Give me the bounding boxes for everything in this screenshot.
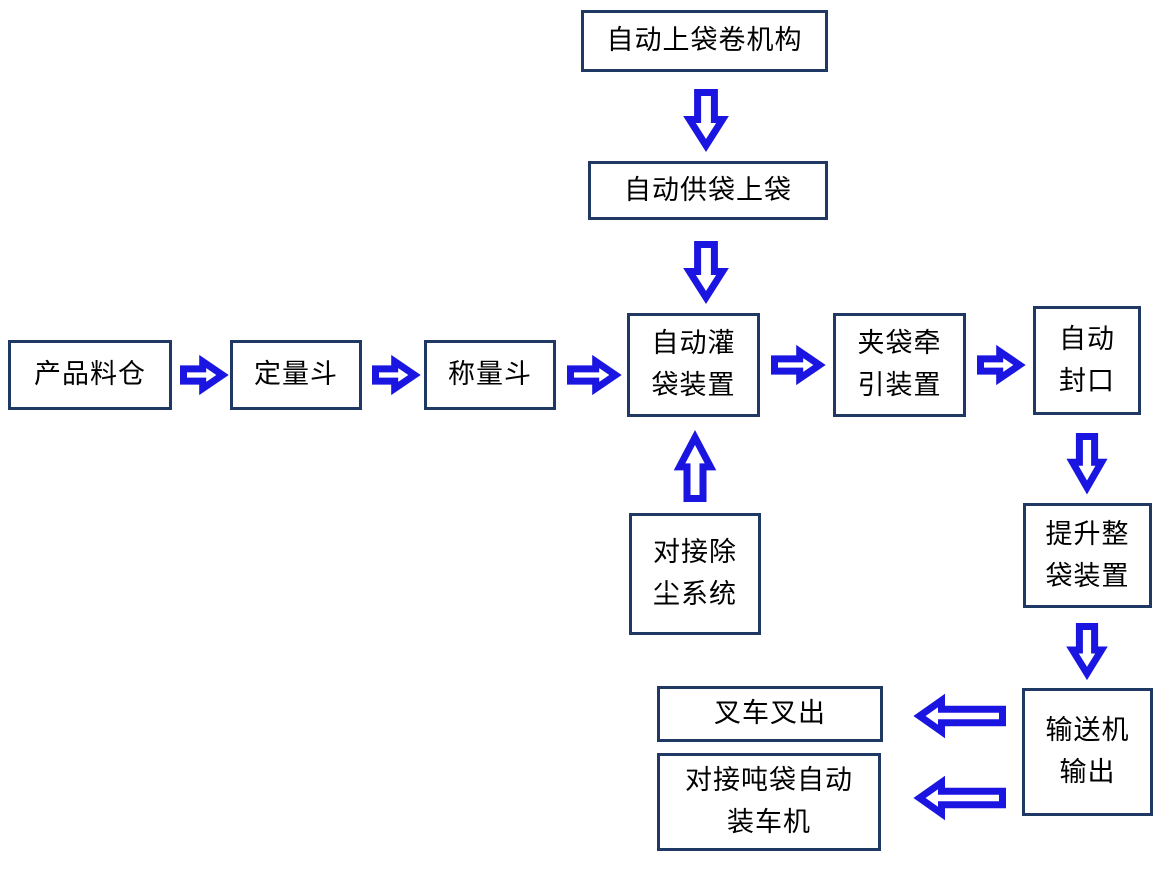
process-box-label: 引装置 [857,370,942,401]
process-box-n7[interactable]: 夹袋牵引装置 [833,313,966,417]
process-box-n3[interactable]: 产品料仓 [8,340,172,410]
arrow-right-icon [371,354,421,396]
process-box-label: 定量斗 [254,359,338,391]
process-box-label: 称量斗 [448,359,532,391]
arrow-down-icon [1066,622,1108,681]
process-box-label: 封口 [1059,365,1115,397]
process-box-n5[interactable]: 称量斗 [424,340,556,410]
process-box-label: 自动上袋卷机构 [606,25,803,57]
arrow-down-icon [683,88,729,153]
process-box-n2[interactable]: 自动供袋上袋 [588,161,828,220]
process-box-n13[interactable]: 对接吨袋自动装车机 [657,753,881,851]
process-box-n10[interactable]: 提升整袋装置 [1023,503,1152,608]
process-box-n12[interactable]: 叉车叉出 [657,686,883,742]
process-box-label: 提升整 [1045,518,1130,550]
arrow-up-icon [673,429,717,503]
process-box-n1[interactable]: 自动上袋卷机构 [581,10,828,72]
process-box-n11[interactable]: 输送机输出 [1022,688,1153,816]
process-box-label: 夹袋牵 [857,328,942,360]
process-box-label: 自动 [1059,323,1115,355]
process-box-label: 对接吨袋自动 [685,765,853,797]
process-box-n9[interactable]: 对接除尘系统 [629,513,761,635]
process-box-label: 装车机 [727,807,811,838]
process-box-label: 袋装置 [1045,560,1130,592]
process-box-n8[interactable]: 自动封口 [1033,306,1141,415]
process-box-label: 输送机 [1045,715,1130,747]
arrow-right-icon [179,354,229,396]
process-box-label: 自动供袋上袋 [624,174,792,206]
arrow-left-icon [913,693,1007,739]
arrow-right-icon [566,354,622,396]
process-box-n4[interactable]: 定量斗 [230,340,362,410]
process-box-label: 叉车叉出 [714,698,826,730]
process-box-label: 尘系统 [653,579,737,610]
process-box-label: 袋装置 [651,370,736,401]
process-box-label: 输出 [1059,757,1116,788]
arrow-down-icon [683,240,729,305]
arrow-right-icon [770,344,826,386]
process-box-label: 对接除 [653,537,737,569]
arrow-left-icon [913,775,1007,821]
arrow-down-icon [1066,432,1108,495]
process-box-label: 产品料仓 [34,359,146,391]
process-box-label: 自动灌 [651,328,736,360]
process-box-n6[interactable]: 自动灌袋装置 [627,313,760,417]
arrow-right-icon [976,344,1026,386]
